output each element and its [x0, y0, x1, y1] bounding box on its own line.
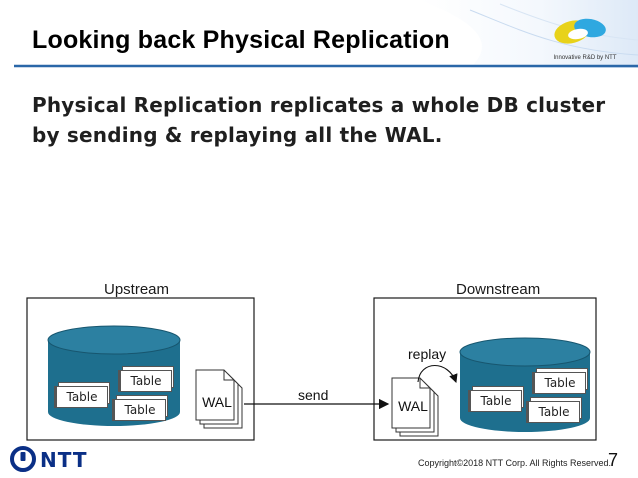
- slide-body: Physical Replication replicates a whole …: [32, 90, 612, 150]
- upstream-table-1: Table: [54, 382, 110, 408]
- replay-arrow: [417, 365, 458, 384]
- table-label: Table: [112, 399, 166, 421]
- table-label: Table: [526, 401, 580, 423]
- logo-caption: Innovative R&D by NTT: [553, 55, 617, 61]
- copyright-text: Copyright©2018 NTT Corp. All Rights Rese…: [418, 458, 612, 468]
- table-label: Table: [118, 370, 172, 392]
- downstream-table-2: Table: [532, 368, 588, 394]
- downstream-label: Downstream: [456, 281, 541, 298]
- downstream-wal-file: [391, 377, 439, 437]
- upstream-table-2: Table: [118, 366, 174, 392]
- ntt-logo-text: NTT: [40, 448, 88, 472]
- upstream-table-3: Table: [112, 395, 168, 421]
- innovative-logo: Innovative R&D by NTT: [548, 12, 622, 62]
- ntt-logo-icon: [10, 446, 36, 472]
- upstream-label: Upstream: [104, 281, 170, 298]
- downstream-table-3: Table: [526, 397, 582, 423]
- upstream-wal-file: [195, 369, 243, 429]
- send-label: send: [298, 387, 329, 403]
- body-line-2: by sending & replaying all the WAL.: [32, 123, 443, 147]
- page-number: 7: [608, 450, 619, 470]
- table-label: Table: [532, 372, 586, 394]
- header-swoosh: [420, 0, 638, 68]
- replay-label: replay: [408, 346, 447, 362]
- downstream-wal-label: WAL: [398, 398, 428, 414]
- logo-swirl-icon: [554, 18, 606, 44]
- header-decoration: [14, 0, 638, 68]
- body-line-1: Physical Replication replicates a whole …: [32, 93, 606, 117]
- table-label: Table: [468, 390, 522, 412]
- upstream-wal-label: WAL: [202, 394, 232, 410]
- table-label: Table: [54, 386, 108, 408]
- slide-title: Looking back Physical Replication: [32, 26, 450, 54]
- downstream-table-1: Table: [468, 386, 524, 412]
